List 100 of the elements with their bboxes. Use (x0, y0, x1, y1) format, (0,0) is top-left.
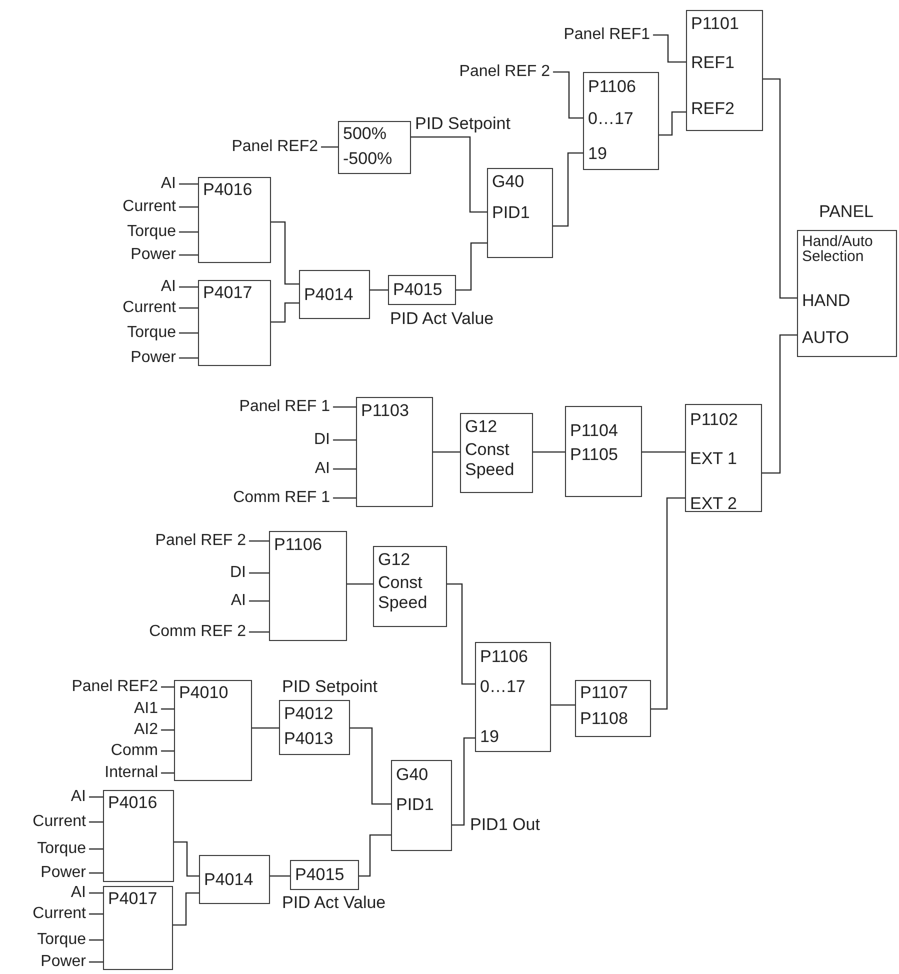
signal-caption: PID Act Value (390, 309, 494, 329)
block-label: P4015 (295, 865, 346, 885)
signal-line (370, 289, 388, 291)
block-label: 19 (588, 144, 608, 164)
signal-line (271, 221, 299, 285)
signal-line (173, 892, 199, 926)
block-label: HAND (802, 291, 850, 311)
function-block (388, 275, 456, 305)
block-label: 500% (343, 124, 388, 144)
function-block (356, 397, 433, 507)
block-label: G12 (378, 550, 412, 570)
block-label: EXT 1 (690, 449, 738, 469)
function-block (199, 855, 270, 904)
signal-label: Current (122, 299, 176, 317)
signal-line (161, 750, 174, 752)
block-label: P4016 (203, 180, 254, 200)
block-label: PID1 (492, 203, 531, 223)
signal-line (249, 631, 269, 633)
signal-line (89, 892, 103, 894)
signal-label: AI2 (134, 721, 158, 739)
block-label: Const Speed (378, 573, 428, 612)
signal-line (433, 451, 460, 453)
signal-label: AI (314, 460, 330, 478)
function-block (198, 280, 271, 366)
block-label: P1106 (274, 535, 323, 555)
block-label: P1105 (570, 445, 619, 465)
signal-line (333, 468, 356, 470)
block-label: 0…17 (588, 109, 634, 129)
signal-line (653, 34, 686, 63)
block-label: P4010 (179, 683, 230, 703)
block-label: P4017 (108, 889, 158, 909)
signal-line (551, 704, 575, 706)
signal-line (249, 600, 269, 602)
block-label: AUTO (802, 328, 849, 348)
signal-label: Panel REF2 (72, 678, 158, 696)
signal-line (89, 848, 103, 850)
signal-line (179, 254, 198, 256)
signal-line (651, 497, 685, 710)
signal-label: AI1 (134, 700, 158, 718)
signal-line (659, 111, 686, 136)
signal-line (252, 727, 279, 729)
signal-line (161, 729, 174, 731)
signal-label: Current (32, 905, 86, 923)
function-block (686, 10, 763, 131)
function-block (391, 760, 452, 851)
signal-label: Power (130, 246, 176, 264)
signal-line (89, 939, 103, 941)
function-block (279, 700, 350, 755)
signal-label: AI (230, 592, 246, 610)
signal-line (452, 737, 475, 826)
signal-line (89, 796, 103, 798)
signal-line (347, 583, 373, 585)
signal-line (447, 583, 475, 685)
signal-line (161, 772, 174, 774)
block-label: G12 (465, 417, 498, 437)
signal-label: Power (40, 953, 86, 971)
signal-label: Torque (127, 223, 176, 241)
signal-line (411, 136, 487, 213)
signal-label: Panel REF 1 (239, 398, 330, 416)
signal-line (642, 451, 685, 453)
signal-label: AI (70, 884, 86, 902)
signal-line (161, 708, 174, 710)
signal-line (333, 406, 356, 408)
block-label: P4017 (203, 283, 254, 303)
signal-label: Torque (37, 840, 86, 858)
block-label: REF2 (691, 99, 736, 119)
function-block (685, 404, 762, 512)
function-block (299, 270, 370, 319)
signal-line (321, 146, 338, 148)
block-label: P1106 (480, 647, 529, 667)
signal-label: Panel REF1 (564, 26, 650, 44)
signal-label: AI (160, 175, 176, 193)
block-label: P4012 (284, 704, 334, 724)
signal-label: Panel REF2 (232, 138, 318, 156)
signal-line (89, 821, 103, 823)
signal-line (271, 302, 299, 323)
signal-line (249, 572, 269, 574)
block-label: P4016 (108, 793, 158, 813)
signal-label: DI (230, 564, 246, 582)
signal-line (179, 183, 198, 185)
signal-line (350, 727, 391, 805)
signal-label: Comm (110, 742, 158, 760)
signal-line (179, 332, 198, 334)
signal-line (763, 78, 797, 299)
block-label: P1101 (691, 14, 740, 34)
signal-label: Current (122, 198, 176, 216)
signal-line (179, 231, 198, 233)
block-label: P4015 (393, 280, 444, 300)
block-label: P1104 (570, 421, 619, 441)
block-label: PID1 (396, 795, 435, 815)
function-block (290, 860, 359, 890)
block-label: Hand/Auto Selection (802, 234, 874, 264)
function-block (373, 546, 447, 627)
signal-label: Torque (127, 324, 176, 342)
block-label: P4013 (284, 729, 334, 749)
signal-label: Panel REF 2 (155, 532, 246, 550)
function-block (575, 680, 651, 737)
signal-line (179, 307, 198, 309)
block-label: P1106 (588, 77, 637, 97)
signal-line (249, 540, 269, 542)
